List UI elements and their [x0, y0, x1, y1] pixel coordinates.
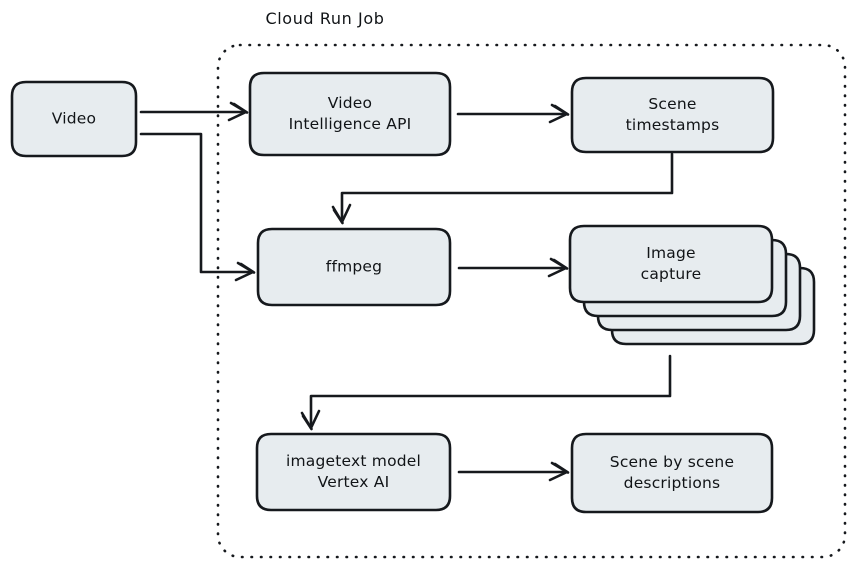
node-video[interactable]: [10, 80, 138, 158]
node-scene-by-scene-descriptions-label: descriptions: [624, 474, 721, 492]
node-video-body: [10, 80, 138, 158]
edge-scene-timestamps-to-ffmpeg-arrowhead-icon: [331, 203, 352, 225]
edge-video-intelligence-api-to-scene-timestamps-arrowhead-icon: [548, 103, 570, 124]
edge-scene-timestamps-to-ffmpeg: [340, 152, 674, 224]
cloud-run-job-group: Cloud Run Job: [216, 9, 847, 559]
node-ffmpeg[interactable]: [256, 227, 452, 307]
node-video-intelligence-api-body: [248, 71, 452, 157]
node-scene-timestamps-body: [570, 76, 775, 154]
edge-ffmpeg-to-image-capture-arrowhead-icon: [547, 257, 569, 278]
node-video-label: Video: [52, 110, 96, 128]
edge-imagetext-model-to-scene-descriptions-arrowhead-icon: [548, 461, 570, 482]
edge-image-capture-to-imagetext-model-arrowhead-icon: [300, 409, 321, 431]
node-ffmpeg-label: ffmpeg: [326, 258, 382, 276]
node-scene-timestamps-label: timestamps: [626, 116, 720, 134]
node-layer: [10, 71, 816, 514]
node-video-intelligence-api-label: Video: [328, 94, 372, 112]
node-image-capture[interactable]: [568, 224, 816, 346]
node-ffmpeg-body: [256, 227, 452, 307]
node-image-capture-body: [568, 224, 774, 304]
edge-video-to-ffmpeg: [139, 132, 255, 274]
edge-video-to-ffmpeg-arrowhead-icon: [234, 261, 256, 282]
edge-video-to-video-intelligence-api-arrowhead-icon: [227, 101, 249, 122]
node-video-intelligence-api[interactable]: [248, 71, 452, 157]
node-image-capture-label: Image: [646, 244, 696, 262]
edge-layer: [139, 101, 674, 482]
edge-image-capture-to-imagetext-model: [309, 354, 672, 430]
node-imagetext-model-vertex-ai[interactable]: [255, 432, 452, 512]
node-scene-timestamps[interactable]: [570, 76, 775, 154]
node-scene-timestamps-label: Scene: [648, 95, 696, 113]
node-imagetext-model-vertex-ai-label: imagetext model: [286, 452, 421, 470]
node-scene-by-scene-descriptions-label: Scene by scene: [610, 453, 734, 471]
node-scene-by-scene-descriptions[interactable]: [570, 432, 774, 514]
cloud-run-job-title: Cloud Run Job: [265, 9, 384, 28]
node-image-capture-label: capture: [641, 265, 702, 283]
node-imagetext-model-vertex-ai-label: Vertex AI: [318, 473, 390, 491]
node-imagetext-model-vertex-ai-body: [255, 432, 452, 512]
node-scene-by-scene-descriptions-body: [570, 432, 774, 514]
node-video-intelligence-api-label: Intelligence API: [289, 115, 412, 133]
